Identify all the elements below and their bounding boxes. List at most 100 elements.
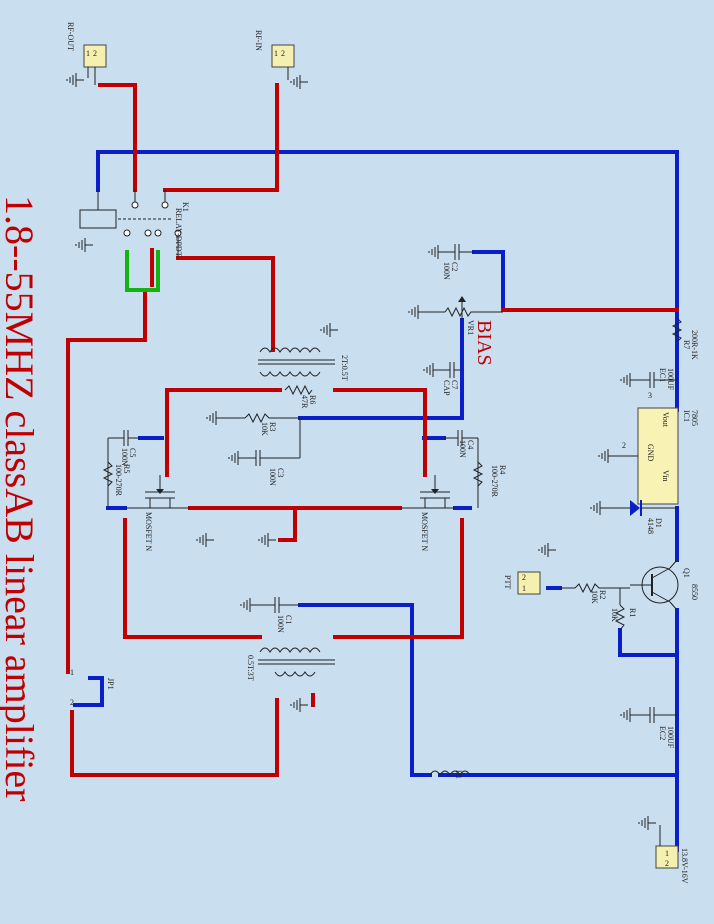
- svg-text:10K: 10K: [260, 422, 269, 436]
- svg-text:C2: C2: [450, 262, 459, 271]
- resistor-r1: R1 10K: [610, 588, 637, 631]
- svg-text:K1: K1: [181, 202, 190, 212]
- svg-text:8550: 8550: [690, 584, 699, 600]
- svg-text:IC1: IC1: [682, 410, 691, 422]
- svg-text:1: 1: [665, 849, 669, 858]
- svg-text:2: 2: [93, 49, 97, 58]
- bias-label: BIAS: [473, 320, 495, 366]
- svg-text:R4: R4: [498, 465, 507, 474]
- svg-text:L1: L1: [454, 770, 463, 779]
- svg-text:2: 2: [622, 441, 626, 450]
- svg-text:1: 1: [86, 49, 90, 58]
- capacitor-c2: C2 100N: [428, 244, 474, 280]
- relay-k1: K1 RELAY-DPDT: [75, 190, 190, 258]
- output-transformer: 2T:0.5T: [258, 322, 349, 381]
- svg-text:100N: 100N: [442, 262, 451, 280]
- resistor-r5: R5 100-270R: [102, 461, 131, 497]
- rf-in-connector: 2 1 RF-IN: [254, 30, 309, 90]
- svg-text:R6: R6: [308, 395, 317, 404]
- svg-text:100UF: 100UF: [666, 726, 675, 749]
- svg-text:RELAY-DPDT: RELAY-DPDT: [174, 208, 183, 257]
- svg-text:0.5T:3T: 0.5T:3T: [246, 655, 255, 681]
- svg-text:EC1: EC1: [658, 368, 667, 382]
- svg-text:RF-OUT: RF-OUT: [66, 22, 75, 51]
- svg-text:MOSFET N: MOSFET N: [420, 512, 429, 551]
- resistor-r2: R2 10K: [560, 582, 630, 604]
- svg-text:2: 2: [281, 49, 285, 58]
- svg-text:R1: R1: [628, 608, 637, 617]
- schematic-title: 1.8--55MHZ classAB linear amplifier: [0, 195, 42, 802]
- svg-text:100-270R: 100-270R: [114, 464, 123, 497]
- svg-text:200R-1K: 200R-1K: [690, 330, 699, 360]
- svg-text:7805: 7805: [690, 410, 699, 426]
- svg-text:R7: R7: [682, 340, 691, 349]
- potentiometer-vr1: VR1: [408, 296, 503, 335]
- svg-text:10K: 10K: [610, 608, 619, 622]
- svg-text:C4: C4: [466, 440, 475, 449]
- svg-text:RF-IN: RF-IN: [254, 30, 263, 51]
- rf-out-connector: 2 1 RF-OUT: [66, 22, 107, 88]
- capacitor-c5: C5 100N: [107, 430, 140, 508]
- capacitor-c3: C3 100N: [228, 418, 301, 486]
- svg-text:4148: 4148: [646, 518, 655, 534]
- svg-text:100N: 100N: [276, 615, 285, 633]
- svg-text:MOSFET N: MOSFET N: [144, 512, 153, 551]
- svg-text:VR1: VR1: [466, 320, 475, 335]
- svg-text:13.8V-16V: 13.8V-16V: [680, 848, 689, 884]
- svg-text:EC2: EC2: [658, 726, 667, 740]
- svg-text:C5: C5: [128, 448, 137, 457]
- resistor-r7: R7 200R-1K: [671, 317, 699, 360]
- capacitor-ec1: EC1 100UF: [620, 368, 677, 391]
- svg-text:R5: R5: [122, 464, 131, 473]
- mosfet-right: MOSFET N: [400, 475, 455, 551]
- dc-wires: [73, 150, 679, 852]
- inductor-l1: L1: [429, 770, 471, 779]
- svg-text:100-270R: 100-270R: [490, 465, 499, 498]
- capacitor-ec2: EC2 100UF: [620, 707, 677, 749]
- regulator-ic1: Vout GND Vin IC1 7805 3 2: [598, 391, 699, 505]
- svg-text:47R: 47R: [300, 395, 309, 409]
- svg-text:1: 1: [70, 668, 74, 677]
- svg-text:C1: C1: [284, 615, 293, 624]
- resistor-r6: R6 47R: [284, 384, 317, 409]
- svg-text:C7: C7: [450, 380, 459, 389]
- diode-d1: D1 4148: [590, 500, 677, 534]
- power-connector: 1 2 13.8V-16V: [638, 815, 689, 884]
- svg-text:2: 2: [665, 859, 669, 868]
- svg-text:2: 2: [70, 698, 74, 707]
- svg-text:2: 2: [522, 573, 526, 582]
- svg-text:100N: 100N: [120, 448, 129, 466]
- rf-wires: [66, 83, 679, 777]
- svg-text:Vin: Vin: [661, 470, 670, 482]
- svg-text:C3: C3: [276, 468, 285, 477]
- capacitor-c1: C1 100N: [240, 597, 300, 633]
- ptt-connector: 2 1 PTT: [503, 542, 557, 595]
- svg-text:1: 1: [522, 584, 526, 593]
- svg-text:2T:0.5T: 2T:0.5T: [340, 355, 349, 381]
- svg-text:1: 1: [274, 49, 278, 58]
- capacitor-c4: C4 100N: [444, 430, 479, 508]
- svg-text:R3: R3: [268, 422, 277, 431]
- svg-text:100UF: 100UF: [666, 368, 675, 391]
- svg-text:GND: GND: [646, 444, 655, 462]
- svg-text:100N: 100N: [458, 440, 467, 458]
- svg-text:100N: 100N: [268, 468, 277, 486]
- resistor-r3: R3 10K: [206, 410, 300, 436]
- svg-text:JP1: JP1: [106, 678, 115, 690]
- relay-jumper: [125, 250, 160, 292]
- input-transformer: 0.5T:3T: [246, 647, 335, 713]
- svg-text:Q1: Q1: [682, 568, 691, 578]
- svg-text:D1: D1: [654, 518, 663, 528]
- svg-text:10K: 10K: [590, 590, 599, 604]
- mosfet-left: MOSFET N: [125, 475, 190, 551]
- svg-text:PTT: PTT: [503, 575, 512, 589]
- jp1-header: 1 2 JP1: [70, 668, 115, 707]
- transistor-q1: Q1 8550: [630, 559, 699, 611]
- svg-text:CAP: CAP: [442, 380, 451, 396]
- svg-text:Vout: Vout: [661, 412, 670, 428]
- svg-text:R2: R2: [598, 590, 607, 599]
- resistor-r4: R4 100-270R: [472, 461, 507, 498]
- capacitor-c7: C7 CAP: [423, 362, 462, 396]
- svg-text:3: 3: [648, 391, 652, 400]
